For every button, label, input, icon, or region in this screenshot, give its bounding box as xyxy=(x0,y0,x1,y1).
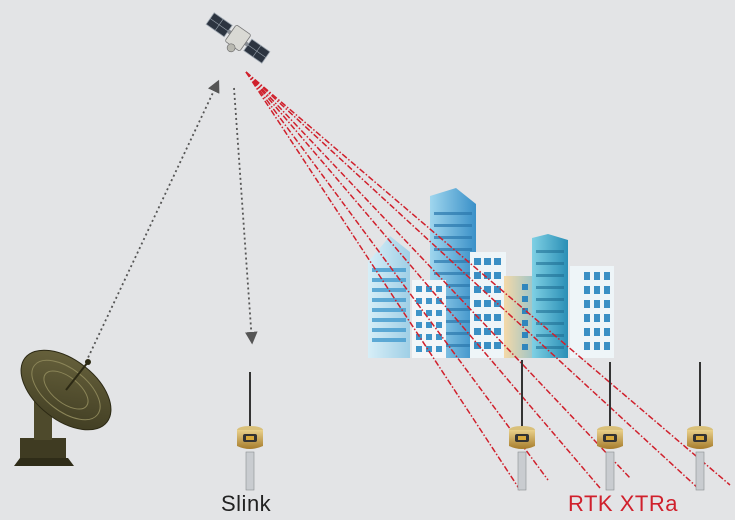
beam-5 xyxy=(245,71,701,491)
beam-2 xyxy=(245,71,549,481)
gnss-receiver-icon xyxy=(509,360,535,491)
beam-1 xyxy=(245,71,521,491)
gnss-receiver-icon xyxy=(597,362,623,491)
beam-6 xyxy=(245,71,731,486)
city-buildings-icon xyxy=(368,188,614,358)
satellite-links xyxy=(85,79,258,363)
slink-label: Slink xyxy=(221,491,272,516)
beam-3 xyxy=(245,71,601,489)
rtk-xtra-label: RTK XTRa xyxy=(568,491,678,516)
satellite-icon xyxy=(205,12,271,64)
gnss-receiver-icon xyxy=(687,362,713,491)
uplink-dish-to-satellite xyxy=(85,79,220,363)
red-signal-beams xyxy=(245,71,731,491)
downlink-satellite-to-slink xyxy=(233,87,258,345)
ground-station-dish-icon xyxy=(14,349,112,466)
beam-4 xyxy=(245,71,631,479)
gnss-receiver-icon xyxy=(237,372,263,491)
